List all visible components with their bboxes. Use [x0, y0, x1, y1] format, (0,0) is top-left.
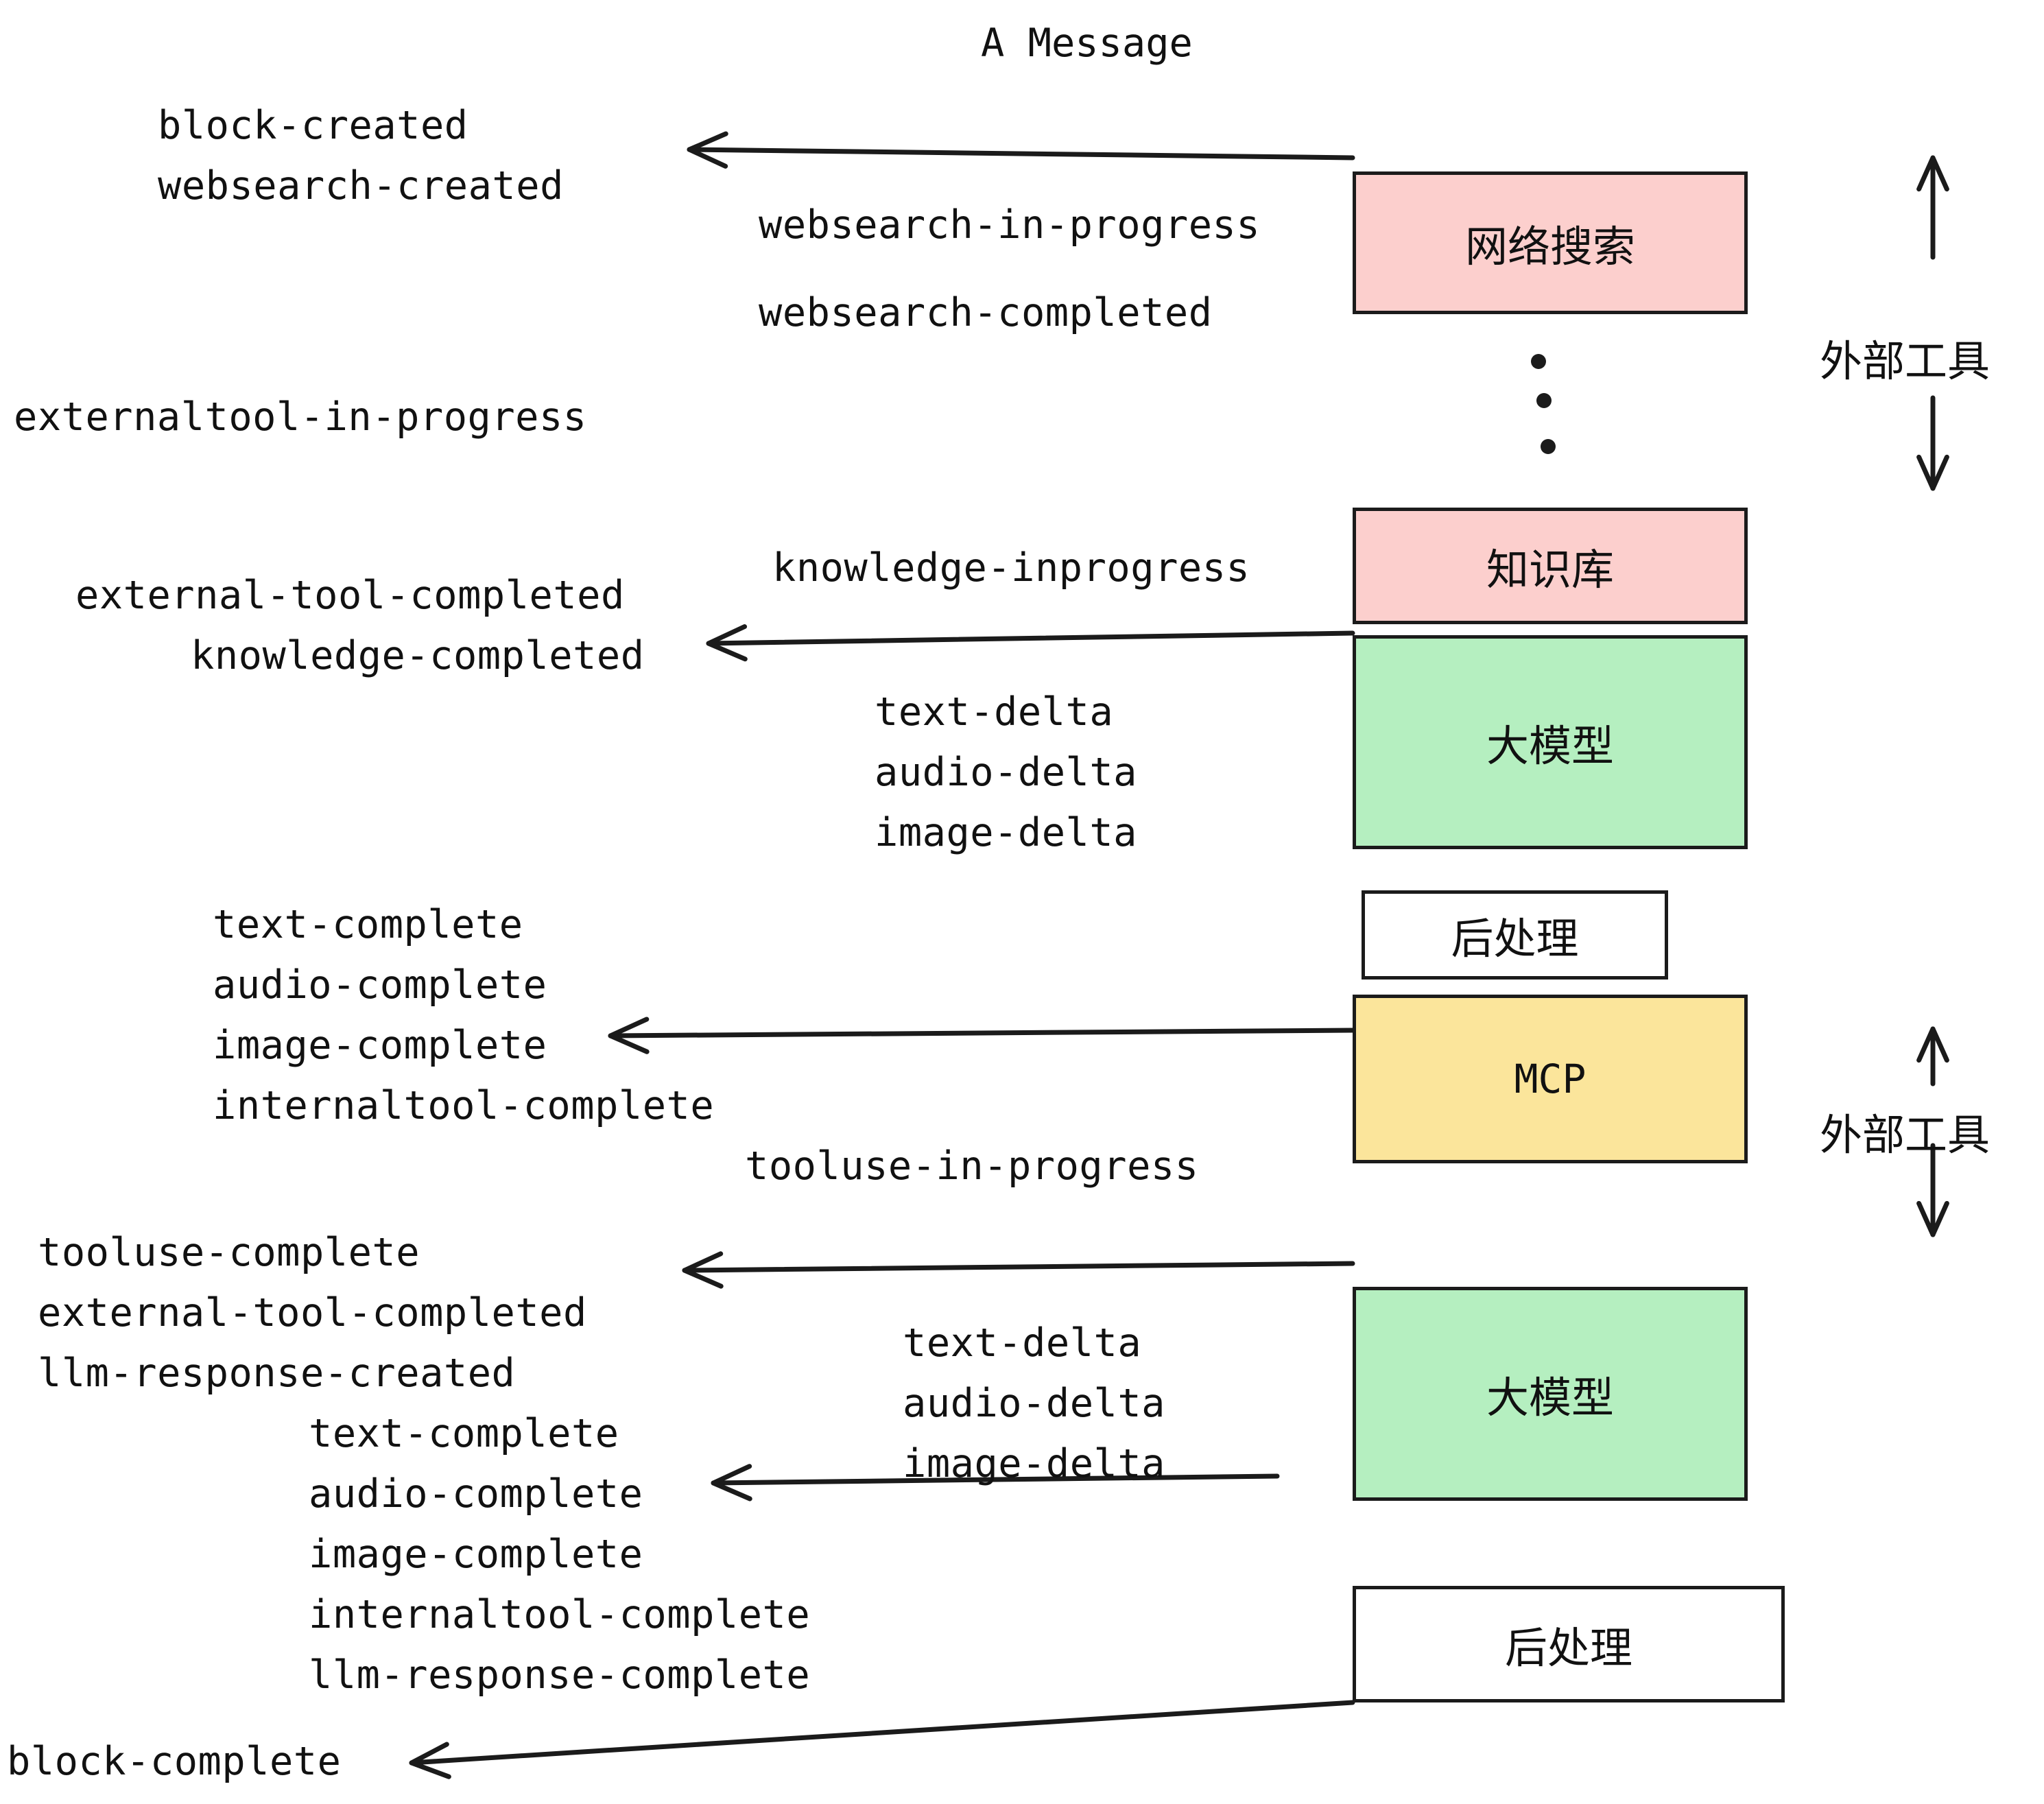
node-postproc-1: 后处理	[1362, 890, 1668, 980]
arrow-image-complete-line	[608, 1028, 1355, 1039]
event-knowledge-inprogress: knowledge-inprogress	[772, 545, 1250, 591]
event-websearch-created: websearch-created	[158, 163, 564, 209]
event-external-tool-completed: external-tool-completed	[75, 573, 625, 618]
event-websearch-in-progress: websearch-in-progress	[759, 202, 1261, 248]
event-image-delta-1: image-delta	[875, 810, 1137, 855]
event-audio-delta-1: audio-delta	[875, 750, 1137, 795]
event-image-complete-1: image-complete	[213, 1023, 547, 1068]
event-image-complete-2: image-complete	[309, 1532, 643, 1577]
node-label: 大模型	[1486, 1373, 1614, 1423]
external-tools-bot-down-head	[1916, 1200, 1949, 1237]
node-label: 大模型	[1486, 721, 1614, 771]
event-text-complete-2: text-complete	[309, 1411, 619, 1456]
arrow-knowledge-done-line	[706, 630, 1355, 646]
event-block-complete: block-complete	[7, 1739, 342, 1784]
arrow-image-complete-head	[608, 1017, 650, 1054]
node-llm-2: 大模型	[1353, 1287, 1748, 1501]
event-audio-complete-2: audio-complete	[309, 1471, 643, 1517]
node-mcp: MCP	[1353, 995, 1748, 1163]
node-label: 知识库	[1486, 545, 1614, 595]
arrow-tooluse-complete-head	[682, 1251, 724, 1289]
external-tools-top-down-head	[1916, 454, 1949, 491]
ellipsis-dot-2	[1536, 393, 1552, 408]
event-llm-response-created: llm-response-created	[38, 1351, 516, 1396]
event-audio-complete-1: audio-complete	[213, 962, 547, 1008]
event-image-delta-2: image-delta	[903, 1441, 1165, 1486]
external-tools-bot-up-head	[1916, 1026, 1949, 1063]
arrow-block-created-head	[687, 131, 728, 169]
event-llm-response-complete: llm-response-complete	[309, 1652, 811, 1698]
arrow-audio-complete-head	[711, 1464, 752, 1502]
event-websearch-completed: websearch-completed	[759, 290, 1213, 335]
node-websearch: 网络搜索	[1353, 171, 1748, 314]
event-internaltool-complete-2: internaltool-complete	[309, 1592, 811, 1637]
node-label: 后处理	[1504, 1623, 1632, 1673]
arrow-knowledge-done-head	[706, 624, 748, 662]
event-knowledge-completed: knowledge-completed	[191, 633, 645, 678]
node-knowledge: 知识库	[1353, 508, 1748, 624]
node-label: 后处理	[1451, 914, 1579, 964]
node-label: 网络搜索	[1464, 222, 1635, 272]
event-text-complete-1: text-complete	[213, 902, 523, 947]
side-label-external-tools-top: 外部工具	[1820, 336, 1990, 386]
external-tools-top-up-head	[1916, 155, 1949, 192]
arrow-block-created-line	[687, 147, 1355, 161]
event-externaltool-in-progress: externaltool-in-progress	[14, 394, 587, 440]
event-tooluse-complete: tooluse-complete	[38, 1230, 420, 1275]
event-tooluse-in-progress: tooluse-in-progress	[745, 1143, 1199, 1189]
arrow-block-complete-head	[409, 1742, 451, 1779]
arrow-block-complete-line	[409, 1700, 1355, 1766]
event-internaltool-complete-1: internaltool-complete	[213, 1083, 715, 1128]
side-label-external-tools-bottom: 外部工具	[1820, 1110, 1990, 1160]
node-label: MCP	[1514, 1056, 1587, 1102]
arrow-tooluse-complete-line	[682, 1261, 1355, 1273]
node-llm-1: 大模型	[1353, 635, 1748, 849]
event-text-delta-1: text-delta	[875, 689, 1114, 735]
page-title: A Message	[981, 21, 1193, 66]
event-external-tool-completed-2: external-tool-completed	[38, 1290, 587, 1336]
ellipsis-dot-1	[1531, 354, 1546, 369]
ellipsis-dot-3	[1541, 439, 1556, 454]
event-audio-delta-2: audio-delta	[903, 1381, 1165, 1426]
event-block-created: block-created	[158, 103, 468, 148]
node-postproc-2: 后处理	[1353, 1586, 1785, 1702]
event-text-delta-2: text-delta	[903, 1320, 1142, 1366]
